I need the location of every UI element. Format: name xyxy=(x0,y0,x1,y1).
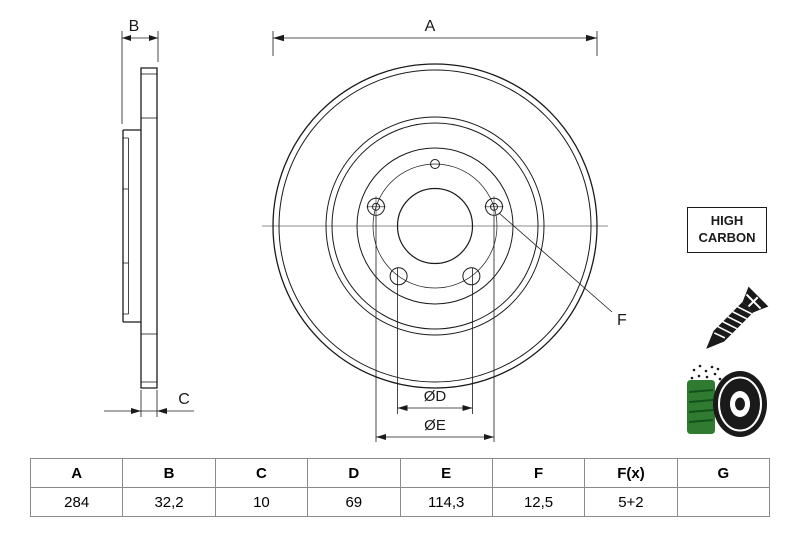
technical-drawing-canvas: A B C ØD xyxy=(104,18,769,442)
bolt-hole-lower-right xyxy=(462,267,481,286)
screw-icon xyxy=(706,286,769,349)
dim-b-label: B xyxy=(129,18,140,35)
bolt-circle xyxy=(372,163,498,289)
dimension-table: A B C D E F F(x) G 284 32,2 10 69 114,3 … xyxy=(29,458,771,517)
coated-disc-icon xyxy=(687,364,767,437)
dim-c-label: C xyxy=(178,391,190,408)
bolt-hole-lower-left xyxy=(389,267,408,286)
col-header: E xyxy=(399,458,493,488)
col-value xyxy=(676,487,771,517)
leader-f xyxy=(498,212,613,313)
col-header: B xyxy=(122,458,216,488)
col-value: 32,2 xyxy=(122,487,216,517)
col-header: F(x) xyxy=(584,458,678,488)
col-value: 69 xyxy=(307,487,401,517)
dim-e-label: ØE xyxy=(424,417,446,434)
dim-d xyxy=(397,268,473,414)
col-header: C xyxy=(214,458,309,488)
dim-b xyxy=(121,31,159,124)
dim-d-label: ØD xyxy=(424,388,447,405)
center-bore xyxy=(396,187,474,265)
dim-f-label: F xyxy=(617,312,627,329)
dim-c xyxy=(104,390,194,417)
col-header: A xyxy=(29,458,124,488)
coating-stripes xyxy=(688,389,714,423)
side-view xyxy=(122,67,158,389)
col-header: F xyxy=(491,458,586,488)
table-header-row: A B C D E F F(x) G xyxy=(29,458,771,488)
bolt-hole-upper-right xyxy=(484,196,504,218)
col-value: 114,3 xyxy=(399,487,493,517)
high-carbon-line2: CARBON xyxy=(698,230,756,245)
high-carbon-line1: HIGH xyxy=(710,213,744,229)
dim-a xyxy=(272,31,598,56)
col-value: 5+2 xyxy=(584,487,678,517)
col-value: 10 xyxy=(214,487,309,517)
high-carbon-badge: HIGH CARBON xyxy=(687,207,767,253)
col-header: G xyxy=(676,458,771,488)
table-value-row: 284 32,2 10 69 114,3 12,5 5+2 xyxy=(29,487,771,517)
col-header: D xyxy=(307,458,401,488)
dim-a-label: A xyxy=(425,18,436,35)
col-value: 284 xyxy=(29,487,124,517)
bolt-hole-upper-left xyxy=(366,196,386,218)
dim-e xyxy=(375,216,495,442)
col-value: 12,5 xyxy=(491,487,586,517)
set-screw-hole xyxy=(430,159,440,169)
front-view xyxy=(262,63,608,389)
